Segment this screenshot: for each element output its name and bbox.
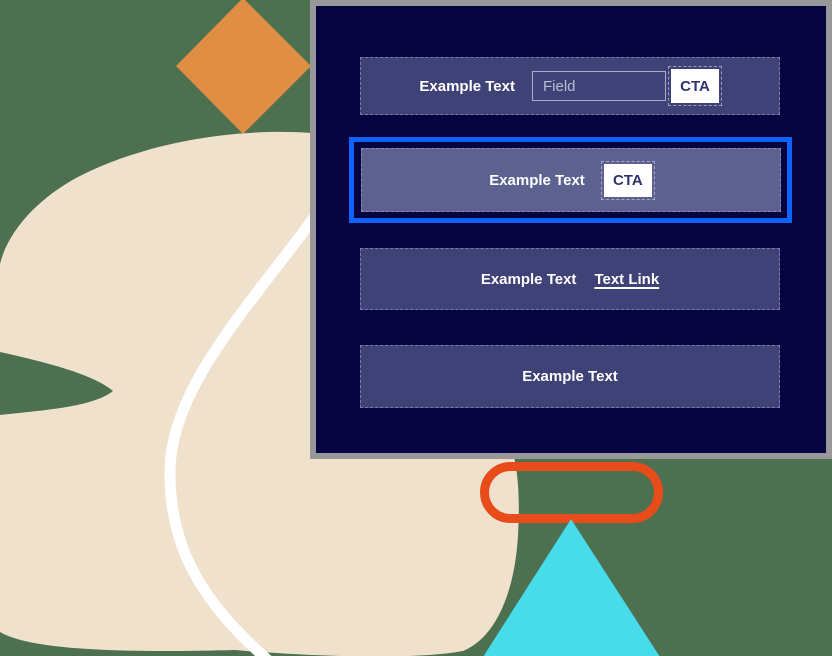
banner-demo-panel: Example Text CTA Example Text CTA Exampl… — [310, 0, 832, 459]
text-link[interactable]: Text Link — [594, 270, 660, 288]
banner-with-link: Example Text Text Link — [360, 248, 780, 310]
diamond-icon — [176, 0, 311, 134]
banner-label: Example Text — [522, 368, 618, 385]
banner-label: Example Text — [489, 171, 585, 189]
triangle-shape — [483, 519, 660, 656]
banner-with-field: Example Text CTA — [360, 57, 780, 115]
focus-ring: Example Text CTA — [349, 137, 792, 223]
banner-highlighted[interactable]: Example Text CTA — [360, 148, 781, 212]
cta-button[interactable]: CTA — [600, 160, 655, 200]
field-input[interactable] — [532, 71, 666, 101]
cta-button[interactable]: CTA — [668, 66, 722, 106]
curve-line — [164, 206, 324, 656]
banner-label: Example Text — [480, 270, 577, 288]
pill-outline — [480, 462, 663, 523]
banner-label: Example Text — [419, 77, 515, 95]
banner-plain: Example Text — [360, 345, 780, 408]
